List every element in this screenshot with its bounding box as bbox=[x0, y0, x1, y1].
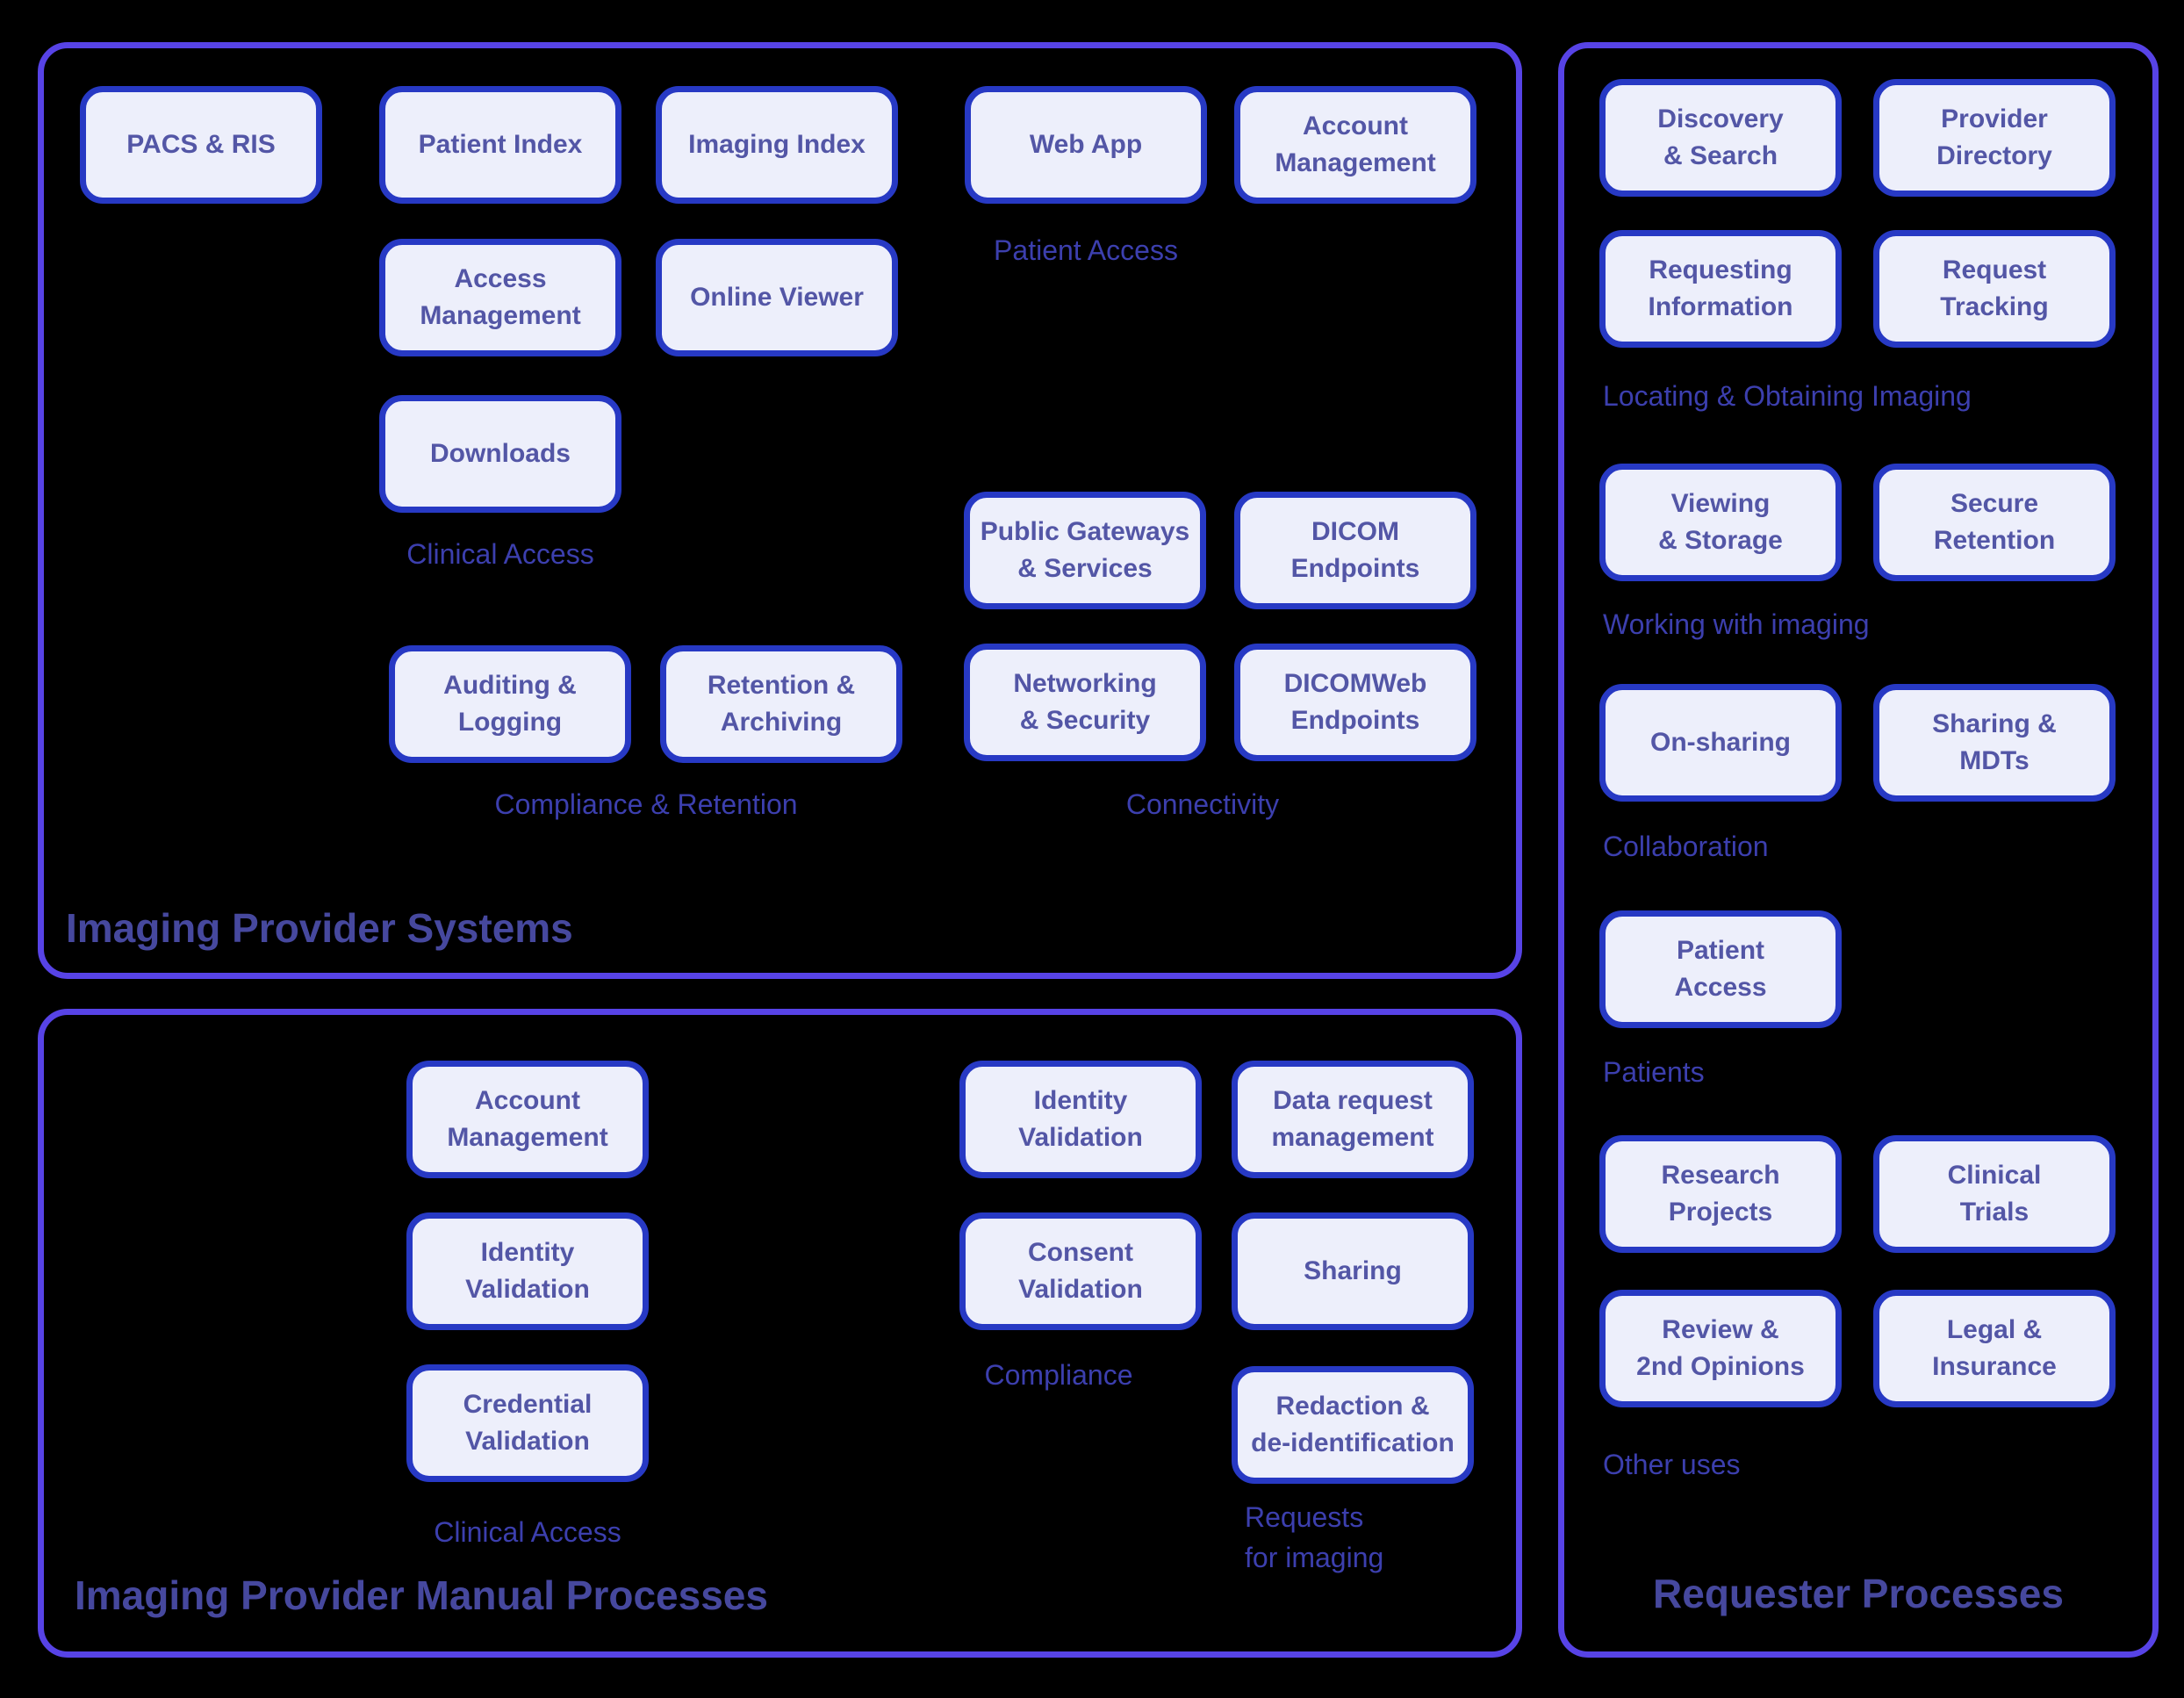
node-retention-archiving: Retention & Archiving bbox=[660, 645, 902, 763]
node-data-request-management: Data request management bbox=[1232, 1061, 1474, 1178]
node-public-gateways: Public Gateways & Services bbox=[964, 492, 1206, 609]
label-locating-obtaining-imaging: Locating & Obtaining Imaging bbox=[1603, 380, 1972, 412]
node-legal-insurance: Legal & Insurance bbox=[1873, 1290, 2116, 1407]
node-web-app: Web App bbox=[965, 86, 1207, 204]
node-secure-retention: Secure Retention bbox=[1873, 464, 2116, 581]
node-patient-index: Patient Index bbox=[379, 86, 621, 204]
label-clinical-access-manual: Clinical Access bbox=[434, 1516, 621, 1548]
node-provider-directory: Provider Directory bbox=[1873, 79, 2116, 197]
node-credential-validation: Credential Validation bbox=[406, 1364, 649, 1482]
node-redaction-deidentification: Redaction & de-identification bbox=[1232, 1366, 1474, 1484]
node-research-projects: Research Projects bbox=[1599, 1135, 1842, 1253]
node-identity-validation-compliance: Identity Validation bbox=[959, 1061, 1202, 1178]
node-patient-access-requester: Patient Access bbox=[1599, 910, 1842, 1028]
node-consent-validation: Consent Validation bbox=[959, 1212, 1202, 1330]
group-requester-processes: Discovery & Search Provider Directory Re… bbox=[1558, 42, 2159, 1658]
node-review-2nd-opinions: Review & 2nd Opinions bbox=[1599, 1290, 1842, 1407]
node-clinical-trials: Clinical Trials bbox=[1873, 1135, 2116, 1253]
label-compliance: Compliance bbox=[984, 1359, 1133, 1391]
label-requests-for-imaging: Requests for imaging bbox=[1245, 1501, 1384, 1574]
node-dicomweb-endpoints: DICOMWeb Endpoints bbox=[1234, 644, 1476, 761]
label-patients: Patients bbox=[1603, 1056, 1705, 1088]
node-access-management: Access Management bbox=[379, 239, 621, 356]
label-collaboration: Collaboration bbox=[1603, 831, 1769, 862]
node-pacs-ris: PACS & RIS bbox=[80, 86, 322, 204]
node-discovery-search: Discovery & Search bbox=[1599, 79, 1842, 197]
node-requesting-information: Requesting Information bbox=[1599, 230, 1842, 348]
title-imaging-provider-manual-processes: Imaging Provider Manual Processes bbox=[75, 1572, 768, 1618]
node-request-tracking: Request Tracking bbox=[1873, 230, 2116, 348]
group-imaging-provider-systems: PACS & RIS Patient Index Imaging Index W… bbox=[38, 42, 1522, 979]
node-on-sharing: On-sharing bbox=[1599, 684, 1842, 802]
label-clinical-access: Clinical Access bbox=[406, 538, 594, 570]
node-imaging-index: Imaging Index bbox=[656, 86, 898, 204]
label-compliance-retention: Compliance & Retention bbox=[494, 788, 798, 820]
group-imaging-provider-manual-processes: Account Management Identity Validation C… bbox=[38, 1009, 1522, 1658]
node-viewing-storage: Viewing & Storage bbox=[1599, 464, 1842, 581]
label-other-uses: Other uses bbox=[1603, 1449, 1741, 1480]
label-patient-access: Patient Access bbox=[994, 234, 1178, 266]
title-requester-processes: Requester Processes bbox=[1653, 1571, 2064, 1616]
node-sharing: Sharing bbox=[1232, 1212, 1474, 1330]
node-identity-validation-clinical: Identity Validation bbox=[406, 1212, 649, 1330]
label-connectivity: Connectivity bbox=[1125, 788, 1280, 820]
node-account-management-manual: Account Management bbox=[406, 1061, 649, 1178]
node-online-viewer: Online Viewer bbox=[656, 239, 898, 356]
label-working-with-imaging: Working with imaging bbox=[1603, 608, 1870, 640]
node-dicom-endpoints: DICOM Endpoints bbox=[1234, 492, 1476, 609]
node-sharing-mdts: Sharing & MDTs bbox=[1873, 684, 2116, 802]
node-networking-security: Networking & Security bbox=[964, 644, 1206, 761]
node-account-management: Account Management bbox=[1234, 86, 1476, 204]
node-downloads: Downloads bbox=[379, 395, 621, 513]
node-auditing-logging: Auditing & Logging bbox=[389, 645, 631, 763]
title-imaging-provider-systems: Imaging Provider Systems bbox=[66, 905, 573, 951]
